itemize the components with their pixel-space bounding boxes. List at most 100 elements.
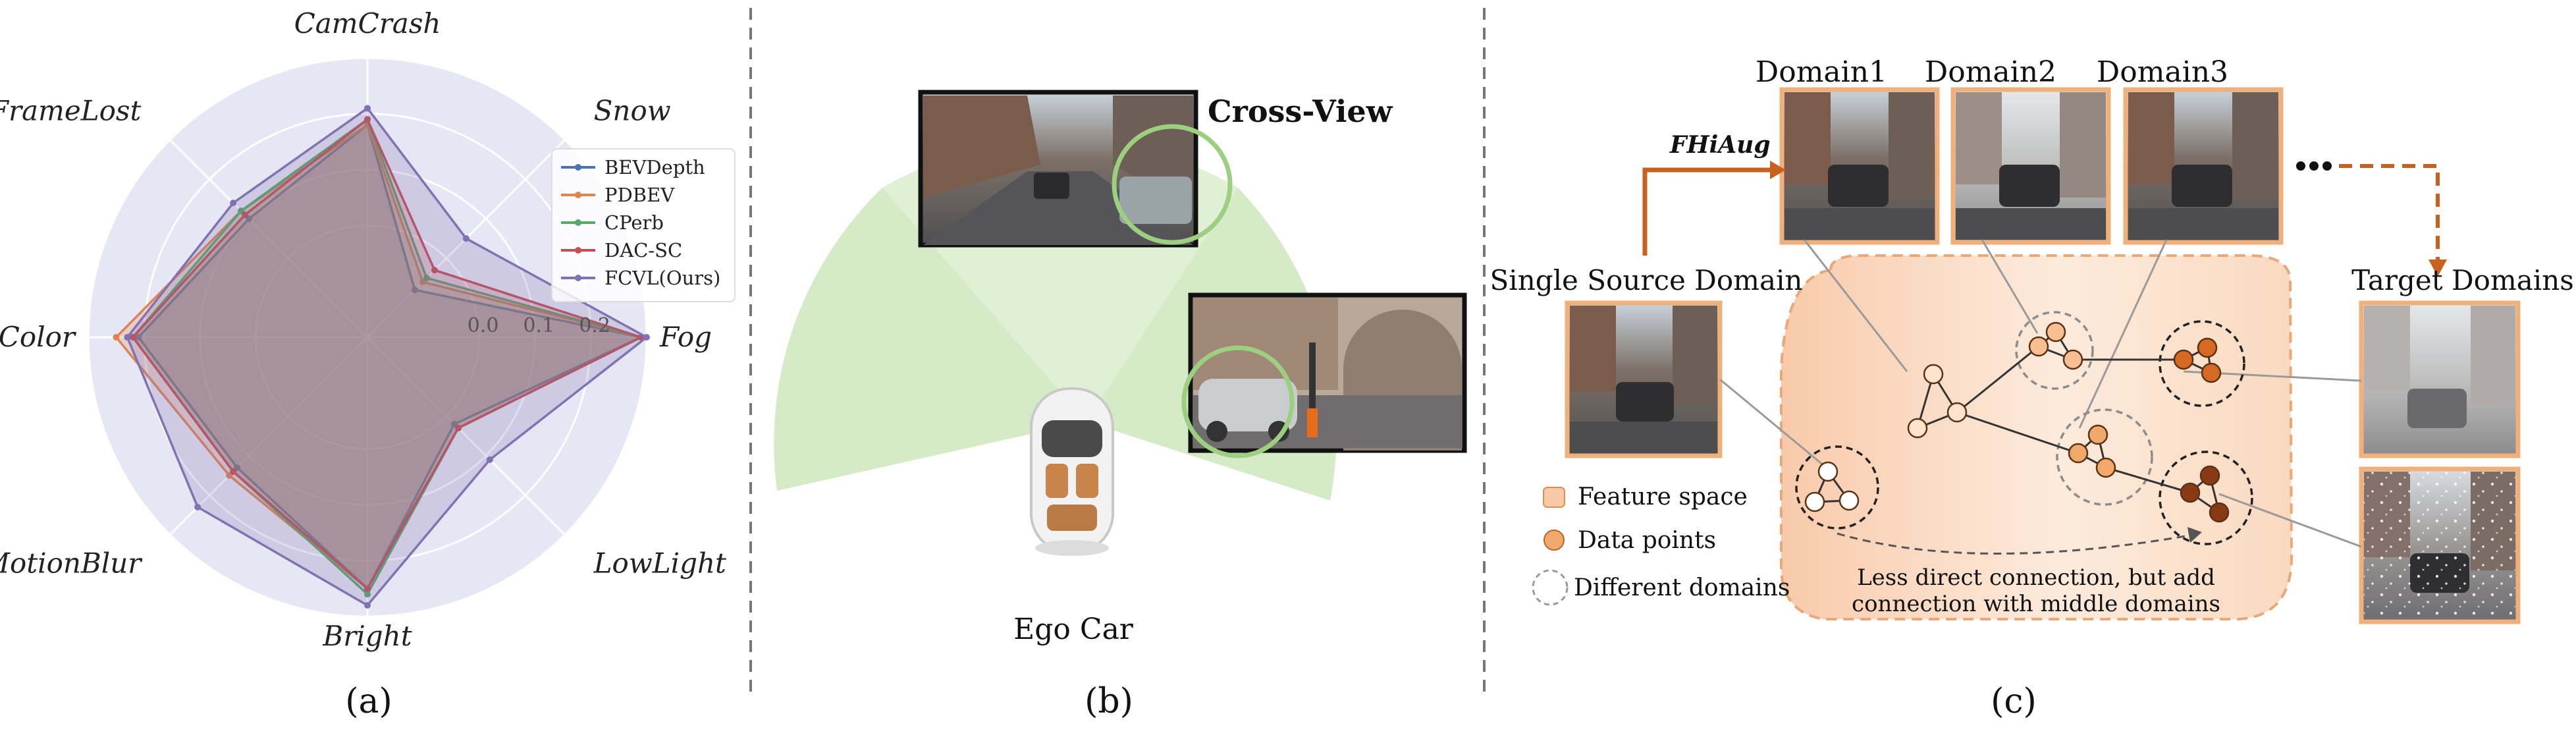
domain-cluster-circle: [2159, 320, 2245, 407]
radar-axis-label-lowlight: LowLight: [593, 547, 726, 580]
data-point: [2180, 482, 2201, 503]
radar-point-dac-sc: [364, 585, 371, 592]
radar-axis-label-framelost: FrameLost: [0, 94, 141, 126]
data-point: [1907, 418, 1928, 439]
front-focus-circle: [1112, 124, 1233, 245]
radar-point-bevdepth: [135, 334, 142, 341]
data-point: [2173, 349, 2194, 370]
long-range-arrow-head: [2187, 527, 2202, 543]
long-range-arrow: [1837, 532, 2193, 555]
radar-series: [113, 105, 650, 609]
domain-cluster-circle: [2159, 451, 2253, 545]
radar-tick-label: 0.0: [468, 314, 499, 337]
graph-edge: [1956, 345, 2039, 414]
data-point: [2197, 337, 2218, 358]
legend-marker-bevdepth: [575, 164, 581, 171]
radar-point-fcvl-ours: [486, 456, 493, 463]
radar-point-fcvl-ours: [643, 334, 650, 341]
legend-marker-cperb: [575, 219, 581, 226]
panel-c-domain-generalization: Domain1 Domain2 Domain3 FHiAug Single So…: [1489, 55, 2573, 721]
radar-point-fcvl-ours: [124, 334, 131, 341]
graph-edge: [2105, 466, 2191, 494]
fhiaug-label: FHiAug: [1669, 131, 1771, 159]
radar-axis-label-camcrash: CamCrash: [294, 7, 441, 40]
radar-point-bevdepth: [411, 287, 418, 294]
caption-b: (b): [1085, 682, 1133, 721]
target-image-snow: [2359, 466, 2521, 624]
radar-spoke: [366, 336, 566, 535]
radar-axis-label-color: Color: [0, 321, 77, 353]
radar-point-fcvl-ours: [462, 235, 470, 242]
cross-view-label: Cross-View: [1208, 94, 1393, 129]
radar-axis-label-bright: Bright: [322, 620, 412, 652]
legend-label-dac-sc: DAC-SC: [604, 239, 682, 261]
domain-cluster-circle: [1795, 445, 1879, 530]
legend-data-points: Data points: [1578, 527, 1716, 554]
legend-different-domains: Different domains: [1574, 574, 1790, 601]
legend-label-bevdepth: BEVDepth: [604, 156, 705, 178]
domain1-image: [1779, 87, 1940, 245]
data-point: [2199, 465, 2220, 486]
data-point: [1804, 491, 1825, 512]
domain2-label: Domain2: [1925, 55, 2056, 89]
radar-point-dac-sc: [242, 211, 249, 219]
domain-cluster-circle: [2056, 408, 2153, 506]
domain1-label: Domain1: [1756, 55, 1887, 89]
domain-graph: [1795, 311, 2253, 545]
radar-point-cperb: [423, 275, 430, 282]
domain2-image: [1950, 87, 2111, 245]
side-camera-image: [1188, 292, 1467, 453]
radar-point-dac-sc: [454, 424, 462, 431]
target-domains-label: Target Domains: [2351, 264, 2574, 296]
legend-label-cperb: CPerb: [604, 211, 664, 234]
more-domains-dots: [2296, 161, 2332, 171]
radar-point-fcvl-ours: [364, 105, 371, 112]
single-source-label: Single Source Domain: [1489, 264, 1802, 296]
fov-left-sector: [774, 188, 1087, 491]
dashed-arrow-head: [2428, 260, 2447, 277]
legend-label-pdbev: PDBEV: [604, 184, 675, 206]
data-point: [2062, 349, 2083, 370]
radar-point-pdbev: [113, 334, 120, 341]
radar-point-dac-sc: [129, 334, 136, 341]
domain3-label: Domain3: [2097, 55, 2228, 89]
data-point: [2028, 336, 2049, 357]
fhiaug-arrow-head: [1770, 161, 1786, 179]
radar-point-fcvl-ours: [230, 200, 237, 207]
note-line-1: Less direct connection, but add: [1857, 564, 2215, 591]
dashed-arrow-to-target: [2339, 164, 2440, 262]
domain-cluster-circle: [2015, 311, 2094, 390]
data-point: [2068, 443, 2089, 464]
ego-car-label: Ego Car: [1013, 613, 1134, 646]
data-point: [1838, 490, 1860, 511]
radar-point-dac-sc: [364, 116, 371, 123]
caption-c: (c): [1991, 682, 2037, 721]
fhiaug-arrow: [1642, 167, 1771, 256]
radar-axis-label-motionblur: MotionBlur: [0, 547, 143, 580]
front-camera-image: [918, 90, 1198, 248]
single-source-image: [1565, 300, 1723, 458]
side-focus-circle: [1181, 345, 1295, 458]
radar-spoke: [169, 336, 369, 535]
data-point: [1923, 364, 1944, 385]
radar-point-cperb: [364, 591, 371, 598]
graph-edge: [1956, 411, 2079, 454]
data-point: [2209, 502, 2230, 523]
data-point: [2095, 457, 2116, 478]
radar-axis-label-snow: Snow: [594, 94, 671, 126]
data-point: [1817, 461, 1838, 482]
radar-axis-label-fog: Fog: [659, 321, 712, 353]
panel-b-cross-view: Cross-View Ego Car (b): [774, 90, 1467, 721]
legend-label-fcvl-ours: FCVL(Ours): [604, 267, 720, 289]
radar-point-fcvl-ours: [194, 503, 201, 510]
legend-feature-space: Feature space: [1578, 483, 1748, 510]
radar-point-dac-sc: [431, 267, 438, 274]
data-point: [2201, 362, 2222, 383]
data-point: [1946, 402, 1968, 423]
data-point: [2087, 424, 2108, 445]
